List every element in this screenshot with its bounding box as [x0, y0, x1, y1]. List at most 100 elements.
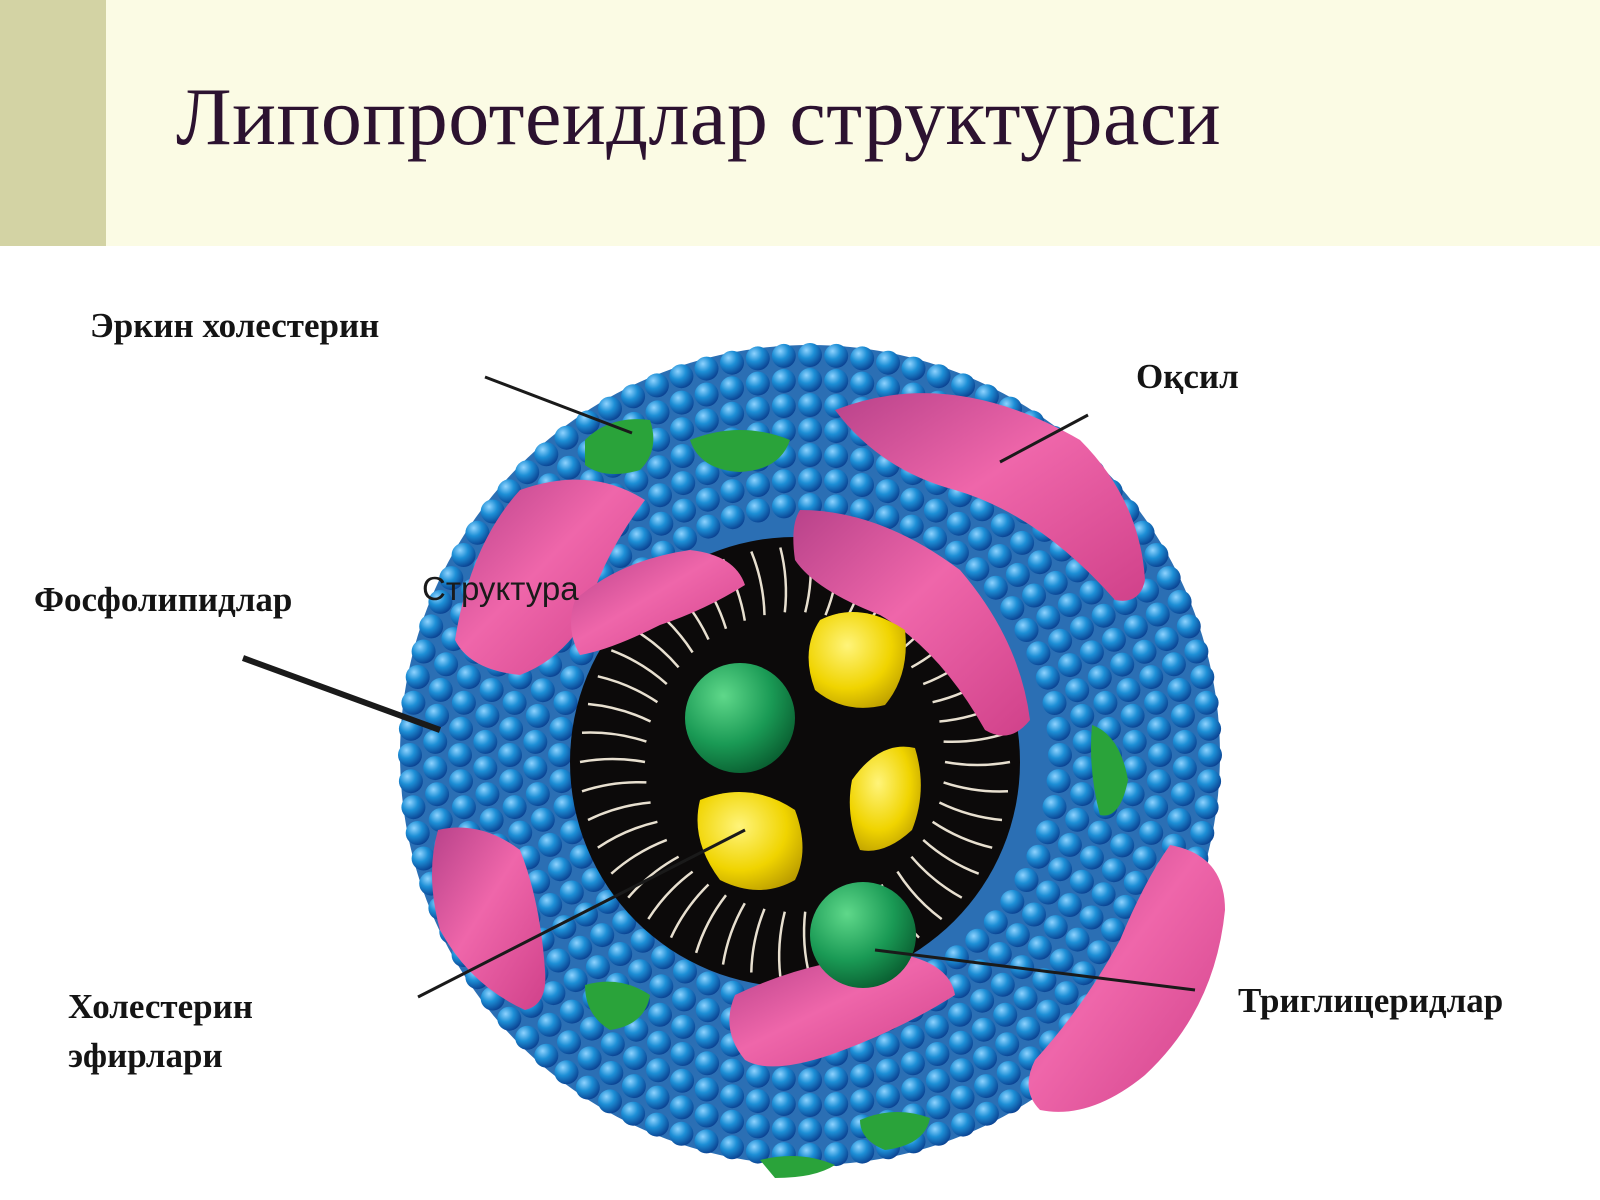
phospholipid-head: [456, 665, 481, 690]
phospholipid-head: [405, 665, 430, 689]
phospholipid-head: [1190, 665, 1215, 689]
phospholipid-head: [1070, 703, 1095, 728]
phospholipid-head: [644, 373, 669, 398]
phospholipid-head: [1197, 769, 1222, 794]
phospholipid-head: [1120, 782, 1145, 807]
phospholipid-head: [720, 505, 745, 530]
phospholipid-head: [448, 743, 472, 767]
phospholipid-head: [502, 690, 527, 715]
phospholipid-head: [1022, 583, 1046, 608]
phospholipid-head: [1123, 870, 1148, 895]
phospholipid-head: [1110, 652, 1135, 677]
phospholipid-head: [648, 1002, 672, 1027]
phospholipid-head: [1027, 550, 1052, 575]
phospholipid-tail: [579, 757, 646, 764]
phospholipid-tail: [694, 894, 727, 954]
phospholipid-head: [537, 1012, 562, 1037]
phospholipid-head: [798, 443, 822, 467]
phospholipid-head: [548, 743, 572, 767]
phospholipid-head: [1170, 703, 1195, 728]
phospholipid-head: [1057, 593, 1082, 617]
phospholipid-head: [1139, 820, 1164, 845]
phospholipid-head: [428, 677, 453, 702]
protein-bands: [431, 393, 1225, 1112]
phospholipid-head: [628, 959, 652, 984]
phospholipid-head: [983, 910, 1008, 935]
phospholipid-head: [746, 498, 770, 523]
phospholipid-head: [1161, 652, 1186, 677]
phospholipid-head: [996, 1061, 1021, 1085]
phospholipid-head: [1079, 580, 1104, 605]
phospholipid-head: [523, 756, 548, 781]
phospholipid-head: [425, 782, 450, 807]
phospholipid-head: [850, 498, 874, 523]
phospholipid-head: [1122, 756, 1147, 781]
label-phospholipids: Фосфолипидлар: [34, 580, 293, 619]
phospholipid-head: [695, 998, 720, 1023]
phospholipid-head: [599, 1061, 624, 1085]
phospholipid-head: [569, 844, 594, 869]
phospholipid-tail: [610, 649, 668, 686]
phospholipid-head: [798, 343, 822, 367]
phospholipid-head: [473, 756, 498, 781]
phospholipid-head: [983, 575, 1008, 600]
phospholipid-head: [798, 393, 822, 417]
phospholipid-head: [850, 473, 874, 497]
phospholipid-head: [590, 923, 615, 948]
phospholipid-head: [876, 350, 900, 375]
phospholipid-head: [771, 469, 796, 494]
phospholipid-head: [1065, 807, 1090, 832]
phospholipid-head: [824, 444, 849, 469]
phospholipid-head: [423, 756, 448, 781]
phospholipid-head: [508, 820, 533, 845]
phospholipid-tail: [896, 870, 943, 921]
phospholipid-head: [560, 820, 585, 845]
label-cholesterol-esters-line2: эфирлари: [68, 1036, 223, 1075]
phospholipid-head: [645, 1085, 670, 1110]
phospholipid-head: [1046, 716, 1071, 741]
phospholipid-head: [1190, 821, 1215, 845]
phospholipid-head: [745, 1063, 770, 1088]
phospholipid-head: [1156, 566, 1181, 591]
phospholipid-head: [423, 729, 448, 754]
pointer-free-cholesterol: [484, 375, 633, 435]
phospholipid-head: [850, 371, 875, 396]
phospholipid-head: [973, 1046, 997, 1071]
phospholipid-head: [924, 1014, 949, 1039]
phospholipid-head: [534, 1043, 559, 1068]
phospholipid-head: [648, 483, 672, 508]
phospholipid-head: [557, 455, 581, 480]
phospholipid-head: [451, 690, 476, 715]
phospholipid-head: [1000, 889, 1025, 914]
phospholipid-head: [745, 371, 770, 396]
phospholipid-head: [1022, 902, 1046, 927]
phospholipid-head: [746, 473, 770, 497]
phospholipid-head: [669, 1095, 694, 1120]
phospholipid-head: [401, 690, 426, 715]
phospholipid-head: [554, 1060, 579, 1085]
phospholipid-tail: [581, 731, 647, 743]
phospholipid-head: [1065, 678, 1090, 703]
phospholipid-head: [771, 1117, 796, 1142]
phospholipid-head: [1087, 940, 1112, 965]
phospholipid-head: [974, 1074, 999, 1099]
phospholipid-head: [876, 376, 900, 401]
phospholipid-head: [798, 1093, 822, 1117]
phospholipid-head: [1070, 782, 1095, 807]
phospholipid-head: [974, 1101, 999, 1126]
phospholipid-head: [1101, 858, 1126, 883]
phospholipid-head: [1048, 857, 1073, 882]
phospholipid-head: [1079, 845, 1104, 870]
phospholipid-head: [1036, 880, 1061, 905]
phospholipid-head: [694, 408, 719, 433]
phospholipid-head: [771, 343, 796, 368]
phospholipid-head: [694, 1103, 719, 1128]
phospholipid-head: [1043, 915, 1068, 940]
phospholipid-head: [568, 935, 593, 960]
phospholipid-head: [745, 1114, 770, 1139]
phospholipid-head: [547, 857, 572, 882]
phospholipid-head: [553, 795, 578, 819]
phospholipid-head: [944, 945, 969, 970]
phospholipid-head: [824, 1117, 849, 1142]
phospholipid-head: [538, 893, 563, 917]
